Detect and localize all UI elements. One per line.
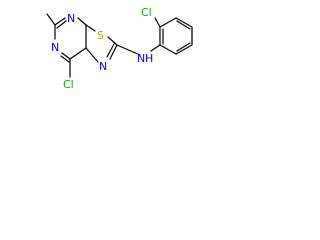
- bond-c2-n: [109, 44, 118, 60]
- bond-n3-c7-double: [60, 55, 70, 63]
- bond-n-c7a: [85, 47, 99, 63]
- bond-ph-5: [175, 17, 193, 28]
- bond-nh-aryl: [150, 44, 161, 52]
- bond-c2-n-double: [106, 43, 115, 58]
- atom-n3: N: [51, 41, 59, 54]
- bond-methyl: [46, 13, 56, 26]
- structure-diagram: N N S N Cl Cl N H: [46, 6, 193, 91]
- bond-ph-3-double: [176, 42, 191, 52]
- atom-cl-aryl: Cl: [141, 6, 152, 19]
- bond-ph-2: [159, 44, 177, 55]
- bond-n5-c4: [77, 17, 87, 26]
- atom-s: S: [97, 29, 104, 42]
- atom-labels: N N S N Cl Cl N H: [51, 6, 153, 91]
- bond-c4-s: [85, 24, 96, 32]
- bond-ph-cl: [154, 17, 161, 28]
- bond-ph-3: [175, 44, 193, 55]
- bond-s-c2: [107, 36, 118, 46]
- bond-ph-6: [159, 17, 177, 28]
- atom-nh-n: N: [137, 52, 145, 65]
- bond-c7-c7a: [69, 47, 87, 60]
- atom-n5: N: [67, 12, 75, 25]
- bond-c2-nh: [116, 44, 141, 56]
- bond-c5-n5-double: [56, 20, 67, 29]
- bond-n3-c7: [61, 52, 71, 60]
- atom-nh-h: H: [145, 52, 153, 65]
- bond-ph-5-double: [176, 20, 191, 30]
- bond-c5-n5: [54, 17, 66, 26]
- atom-cl-7: Cl: [63, 78, 74, 91]
- atom-n-thiazole: N: [99, 60, 107, 73]
- bonds: [46, 13, 193, 78]
